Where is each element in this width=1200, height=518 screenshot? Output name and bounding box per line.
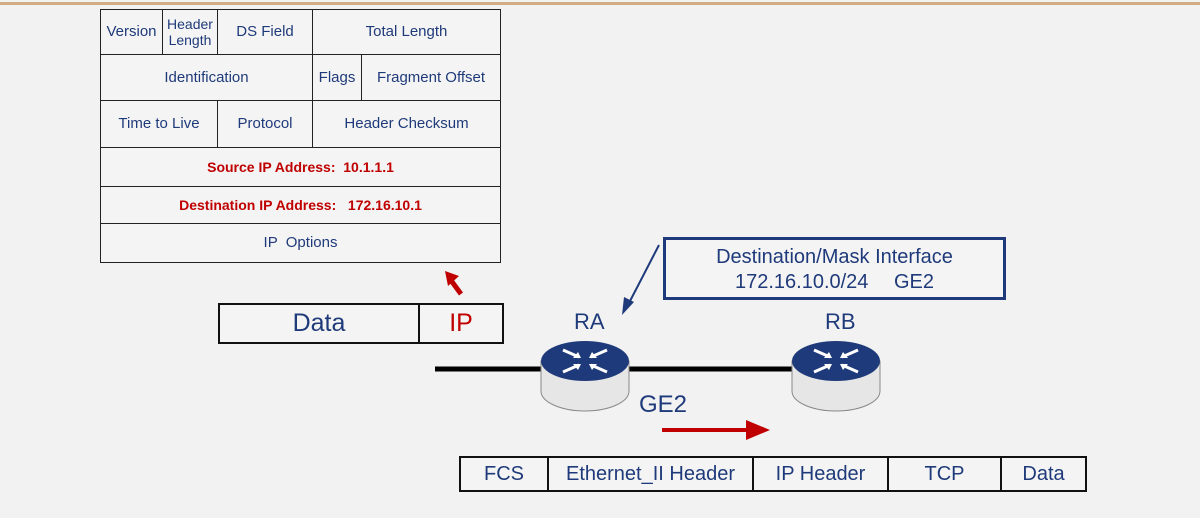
router-rb-icon [791,341,881,412]
ip-header-table: Version Header Length DS Field Total Len… [100,9,501,263]
lookup-arrow-icon [622,244,660,315]
field-total-length: Total Length [312,9,501,55]
frame-data: Data [1022,462,1065,485]
field-ds-field: DS Field [217,9,313,55]
frame-tcp: TCP [889,458,1002,490]
frame-fcs: FCS [461,458,549,490]
frame-ip-header: IP Header [754,458,889,490]
interface-label: GE2 [639,391,688,418]
ethernet-frame: FCS Ethernet_II Header IP Header TCP Dat… [459,456,1087,492]
inspect-arrow-icon [445,271,464,296]
routing-table-entry: 172.16.10.0/24 GE2 [734,271,935,293]
field-ip-options: IP Options [100,223,501,263]
field-fragment-offset: Fragment Offset [361,54,501,101]
field-flags: Flags [312,54,362,101]
field-destination-ip: Destination IP Address: 172.16.10.1 [100,186,501,224]
forward-arrow-icon [662,420,770,440]
routing-table: Destination/Mask Interface 172.16.10.0/2… [663,237,1006,300]
frame-ethernet-header: Ethernet_II Header [549,458,754,490]
field-protocol: Protocol [217,100,313,148]
router-rb-label: RB [825,309,856,334]
field-header-length: Header Length [162,9,218,55]
field-version: Version [100,9,163,55]
ip-packet: Data IP [218,303,504,344]
packet-ip: IP [449,309,473,337]
router-ra-label: RA [574,309,605,334]
routing-table-heading: Destination/Mask Interface [716,246,953,268]
top-rule [0,2,1200,5]
field-identification: Identification [100,54,313,101]
field-source-ip: Source IP Address: 10.1.1.1 [100,147,501,187]
field-time-to-live: Time to Live [100,100,218,148]
packet-data: Data [220,305,420,342]
field-header-checksum: Header Checksum [312,100,501,148]
router-ra-icon [540,341,630,412]
